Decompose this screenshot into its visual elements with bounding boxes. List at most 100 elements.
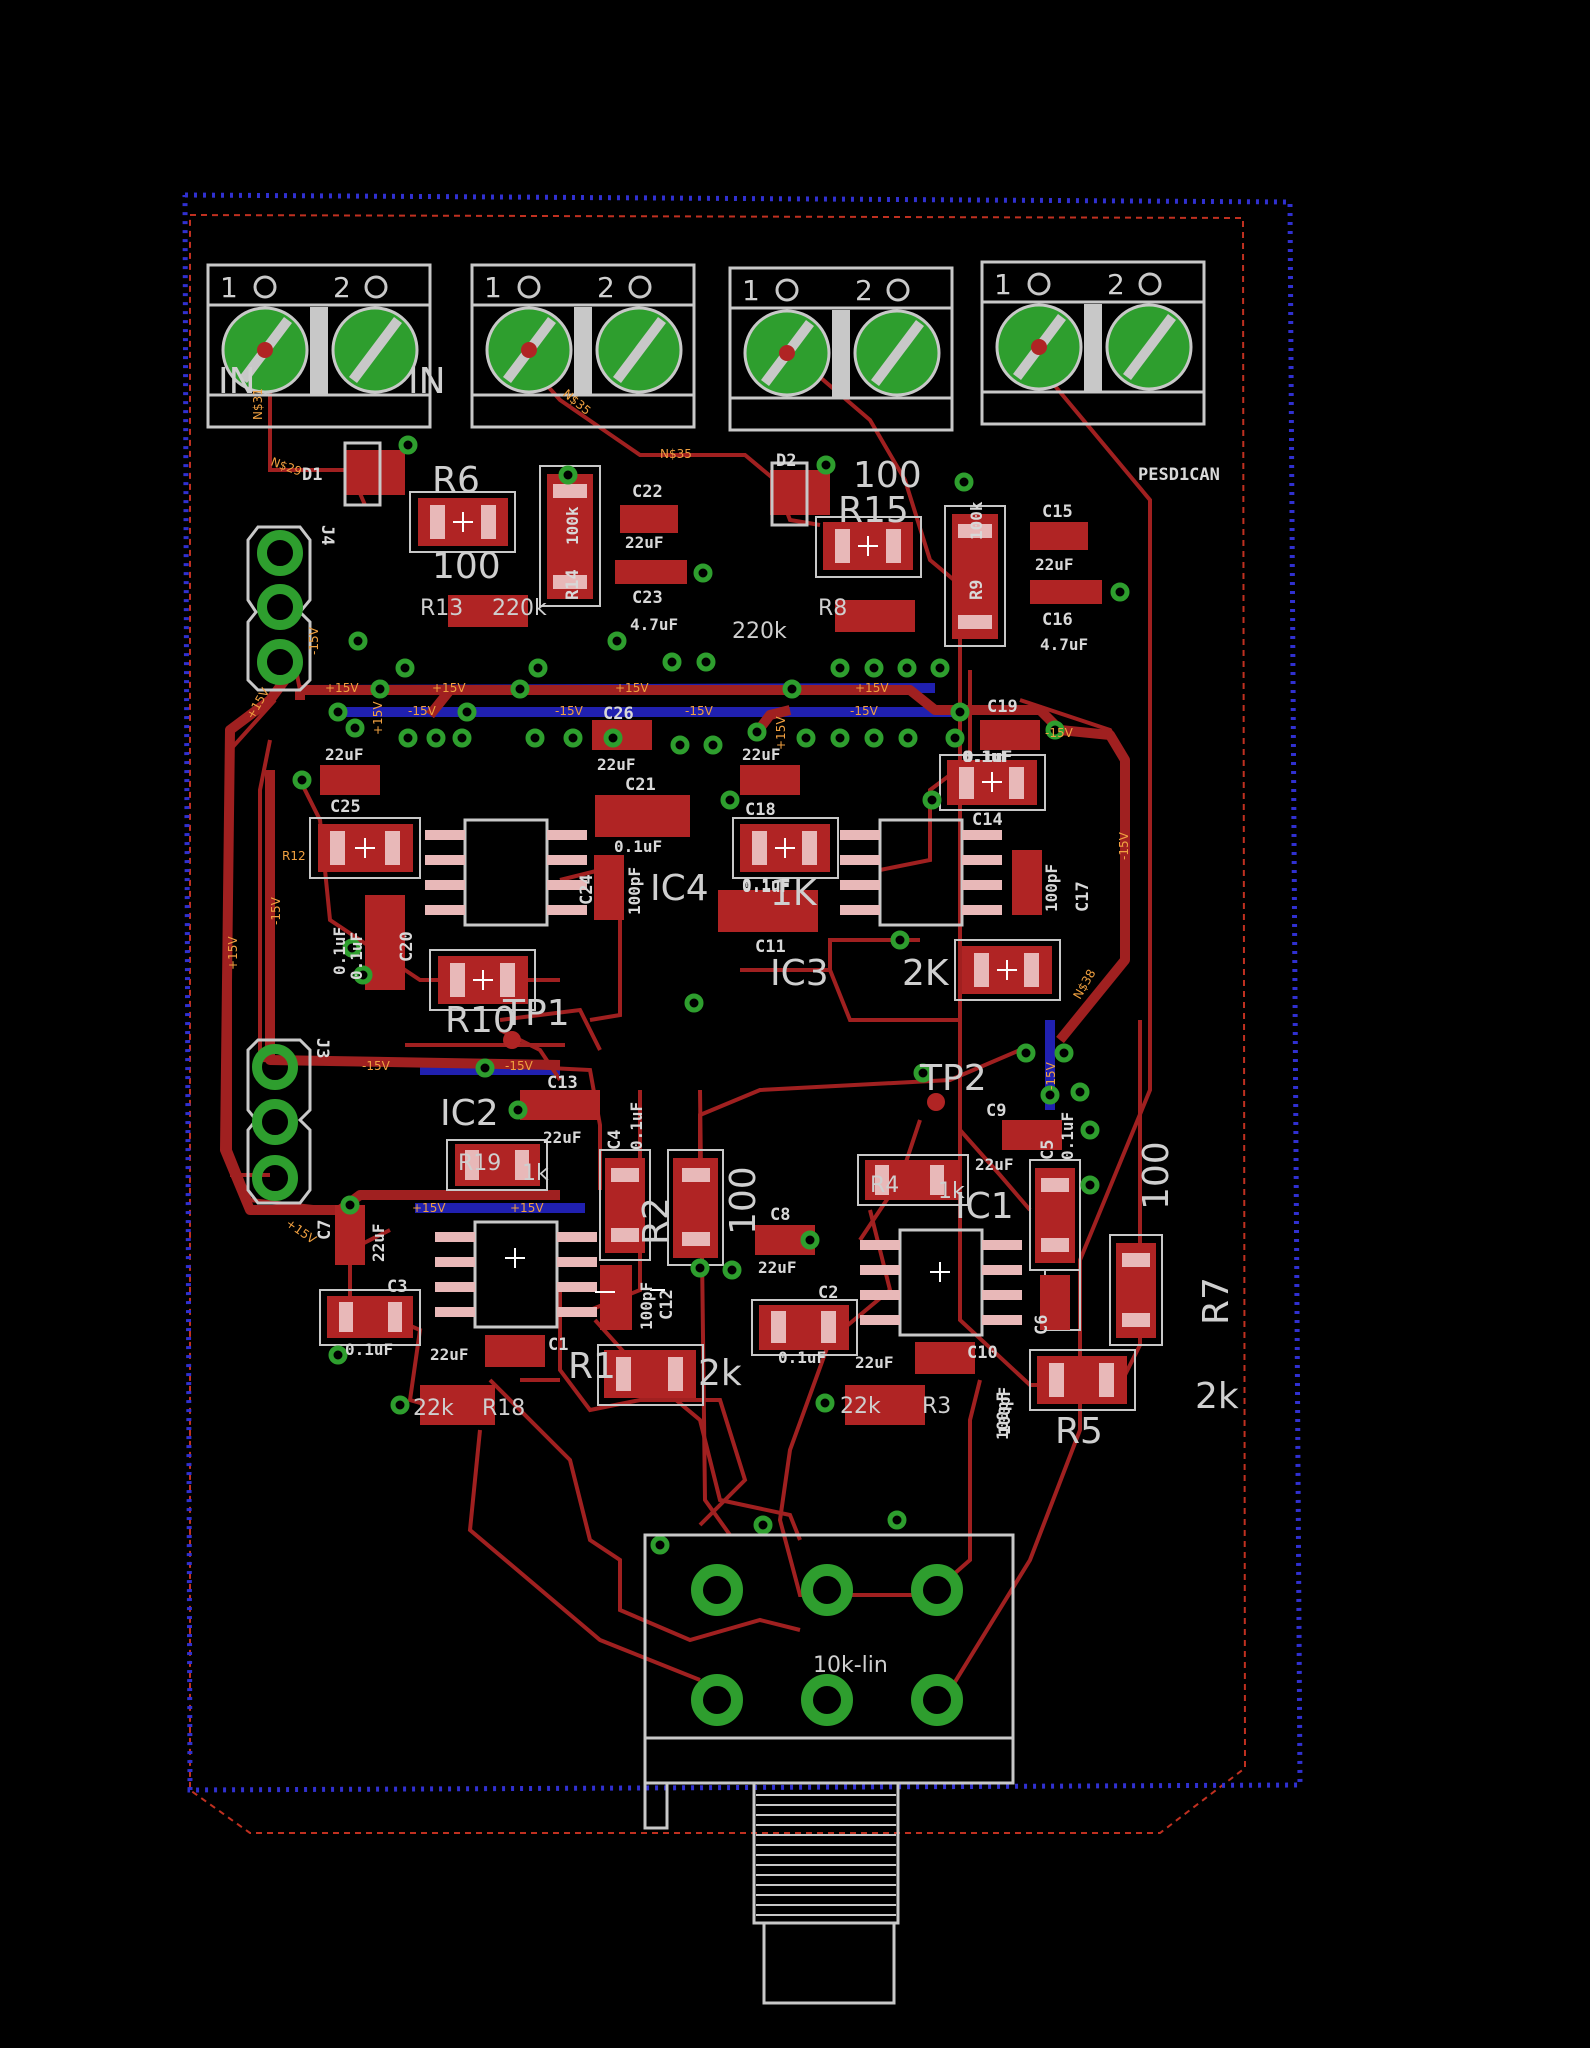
label-r7: R7 (1196, 1277, 1237, 1325)
terminal-block-in: 1 2 (206, 263, 432, 429)
ref-j4: J4 (317, 525, 337, 545)
label-r3-value: 22k (840, 1394, 881, 1419)
net-n35-1: N$35 (660, 447, 692, 461)
ref-d2: D2 (776, 451, 796, 471)
value-c2: 0.1uF (778, 1348, 826, 1367)
ref-c13: C13 (547, 1073, 578, 1093)
smd-pads (318, 450, 1156, 1425)
net-minus15v-6: -15V (362, 1059, 391, 1073)
value-c10-pf: 100pF (993, 1392, 1012, 1440)
ref-c5: C5 (1038, 1140, 1058, 1160)
label-r3: R3 (922, 1394, 951, 1419)
reference-labels: D1 D2 J4 J3 C22 C23 C15 C16 C26 C21 C25 … (282, 451, 1220, 1363)
label-ic2: IC2 (440, 1093, 499, 1134)
label-ic3: IC3 (770, 953, 829, 994)
diodes (343, 441, 809, 527)
net-labels: +15V +15V +15V +15V -15V -15V -15V -15V … (226, 387, 1131, 1248)
label-r18-value: 22k (413, 1396, 454, 1421)
terminal-block-4: 1 2 (980, 260, 1206, 426)
value-c12: 100pF (637, 1282, 656, 1330)
label-tp1: TP1 (502, 993, 570, 1034)
value-c25: 22uF (325, 745, 364, 764)
terminal-3-pin2-label: 2 (855, 274, 873, 307)
board-outline (182, 192, 1303, 1834)
net-minus15v-7: -15V (505, 1059, 534, 1073)
label-r5-value: 100 (1136, 1141, 1177, 1210)
label-r2: R2 (636, 1197, 677, 1245)
label-r1-value: 2k (698, 1353, 742, 1394)
ref-c22: C22 (632, 482, 663, 502)
value-c10-cap: 22uF (855, 1353, 894, 1372)
label-ic1: IC1 (955, 1186, 1014, 1227)
header-j3 (246, 1038, 312, 1205)
value-r14: 100k (563, 506, 582, 545)
net-minus15v-9: -15V (1117, 831, 1131, 860)
ref-c6: C6 (1032, 1315, 1052, 1335)
value-c8: 22uF (758, 1258, 797, 1277)
net-plus15v-1: +15V (325, 681, 359, 695)
terminal-in-pin1-label: 1 (220, 271, 238, 304)
value-c23: 4.7uF (630, 615, 678, 634)
label-ri1: IN (408, 361, 446, 402)
net-plus15v-7: +15V (226, 936, 240, 970)
value-c7: 22uF (369, 1223, 388, 1262)
value-c13: 22uF (543, 1128, 582, 1147)
net-minus15v-1: -15V (408, 704, 437, 718)
label-r2-value: 100 (723, 1166, 764, 1235)
ref-c15: C15 (1042, 502, 1073, 522)
label-r4-value: 1k (938, 1179, 965, 1204)
net-n31: N$31 (251, 388, 265, 420)
value-c10: 100pF (995, 1387, 1014, 1435)
ref-c2: C2 (818, 1283, 838, 1303)
value-c22: 22uF (625, 533, 664, 552)
ref-c17: C17 (1073, 881, 1093, 912)
value-c26: 22uF (597, 755, 636, 774)
ref-c12: C12 (657, 1289, 677, 1320)
label-r4: R4 (870, 1173, 899, 1198)
value-c21: 0.1uF (614, 837, 662, 856)
label-in: IN (218, 361, 256, 402)
ref-c18: C18 (745, 800, 776, 820)
net-minus15v-2: -15V (555, 704, 584, 718)
value-c9: 22uF (975, 1155, 1014, 1174)
net-minus15v-11: -15V (307, 626, 321, 655)
net-plus15v-4: +15V (855, 681, 889, 695)
value-c18: 22uF (742, 745, 781, 764)
net-plus15v-9: +15V (774, 716, 788, 750)
value-c24: 100pF (625, 867, 644, 915)
terminal-block-3: 1 2 (728, 266, 954, 432)
ref-c20: C20 (397, 931, 417, 962)
net-plus15v-8: +15V (371, 701, 385, 735)
test-points (503, 1031, 945, 1111)
terminal-4-pin2-label: 2 (1107, 268, 1125, 301)
label-r1: R1 (568, 1346, 616, 1387)
component-labels: R6 100 R13 220k 100 R15 R8 220k IC4 IC3 … (218, 361, 1239, 1678)
value-c11: 0.1uF (742, 875, 790, 894)
label-r6-value: 100 (432, 546, 501, 587)
ref-c11: C11 (755, 937, 786, 957)
value-r9: 100k (967, 501, 986, 540)
ref-c9: C9 (986, 1101, 1006, 1121)
label-r19: R19 (458, 1151, 501, 1176)
value-c1: 22uF (430, 1345, 469, 1364)
ref-c16: C16 (1042, 610, 1073, 630)
value-c15: 22uF (1035, 555, 1074, 574)
label-ic4: IC4 (650, 868, 709, 909)
net-minus15v-4: -15V (850, 704, 879, 718)
net-plus15v-6: +15V (510, 1201, 544, 1215)
value-c3: 0.1uF (345, 1340, 393, 1359)
value-labels: 22uF 4.7uF 22uF 4.7uF 22uF 0.1uF 22uF 0.… (325, 501, 1088, 1440)
ref-c26: C26 (603, 704, 634, 724)
ref-c1: C1 (548, 1335, 568, 1355)
label-r5: R5 (1055, 1411, 1103, 1452)
terminal-in-pin2-label: 2 (333, 271, 351, 304)
potentiometer (643, 1533, 1015, 2005)
ref-r9: R9 (967, 580, 987, 600)
ref-c7: C7 (315, 1220, 335, 1240)
value-c5: 0.1uF (1058, 1112, 1077, 1160)
label-r-2k: 2K (902, 953, 950, 994)
ref-c3: C3 (387, 1277, 407, 1297)
net-plus15v-5: +15V (412, 1201, 446, 1215)
label-r15: R15 (838, 490, 909, 531)
